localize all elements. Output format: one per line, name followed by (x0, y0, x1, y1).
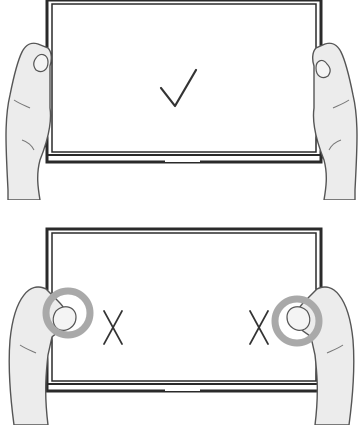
left-thumb (33, 53, 49, 73)
incorrect-handling-panel (0, 225, 363, 425)
checkmark-icon (159, 68, 198, 108)
left-warning-circle (42, 287, 94, 339)
right-hand-crease (326, 344, 344, 354)
correct-handling-illustration (5, 0, 358, 200)
left-hand-crease (13, 99, 31, 109)
right-wrist-crease (328, 139, 342, 151)
left-hand (8, 286, 77, 425)
left-thumb-on-screen (52, 306, 77, 331)
x-mark-icon (103, 310, 123, 345)
incorrect-handling-illustration (8, 227, 355, 425)
left-wrist-crease (21, 139, 35, 151)
right-thumb-on-screen (286, 306, 311, 331)
x-mark-icon (249, 310, 269, 345)
right-warning-circle (271, 295, 323, 347)
left-hand-shape (5, 42, 53, 200)
left-hand-crease (19, 344, 37, 354)
right-hand-crease (332, 99, 350, 109)
left-hand (5, 42, 53, 200)
right-hand (311, 42, 358, 200)
monitor-screen (51, 3, 317, 153)
right-hand-shape (311, 42, 358, 200)
right-thumb (315, 59, 331, 79)
monitor (45, 0, 323, 164)
correct-handling-panel (0, 0, 363, 200)
